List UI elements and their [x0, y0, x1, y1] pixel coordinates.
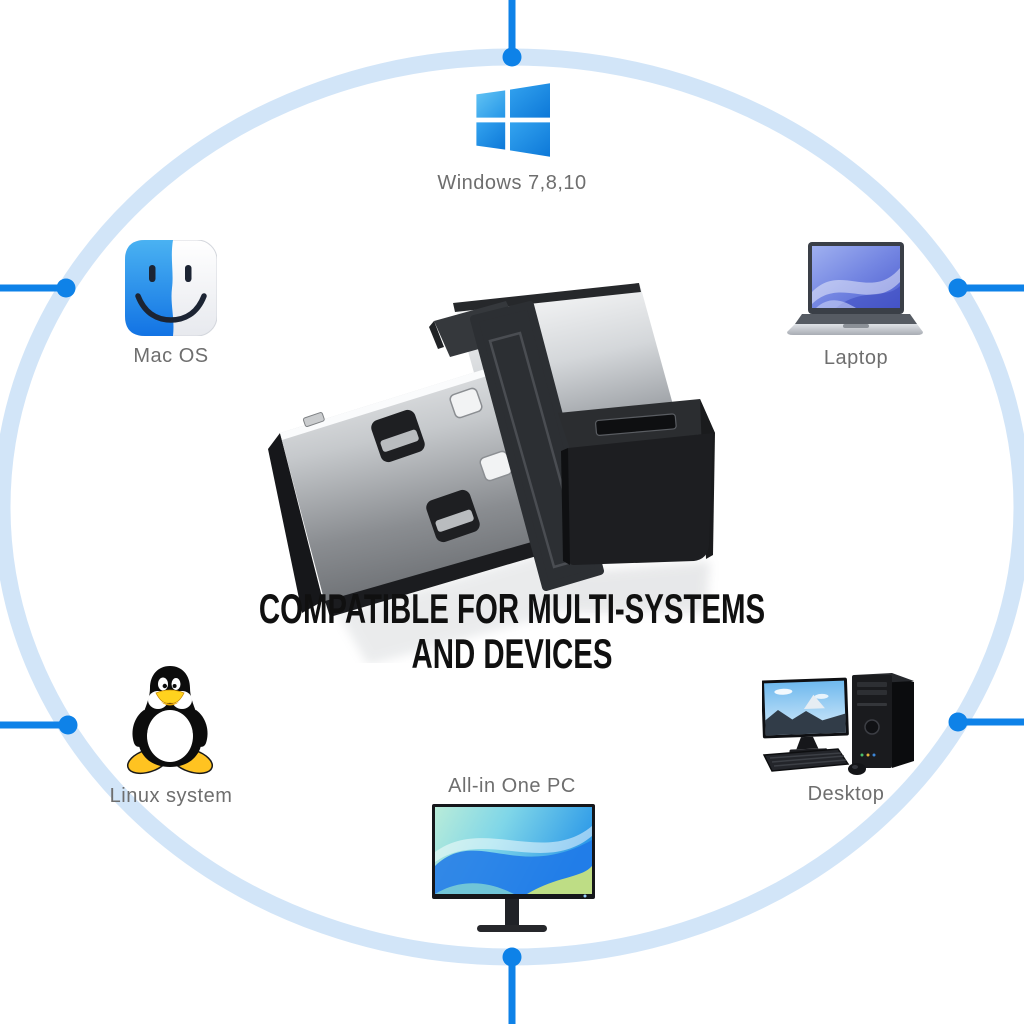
- finder-face-icon: [124, 239, 218, 341]
- tux-penguin-icon: [120, 660, 220, 783]
- monitor-icon: [432, 804, 595, 939]
- windows-logo-icon: [470, 80, 550, 165]
- usb-wireless-receiver-image: [268, 283, 732, 668]
- node-label-linux: Linux system: [109, 785, 233, 807]
- heading-line-1: COMPATIBLE FOR MULTI-SYSTEMS: [258, 585, 766, 632]
- node-label-desktop: Desktop: [807, 783, 885, 805]
- laptop-icon: [786, 242, 924, 345]
- heading-line-2: AND DEVICES: [411, 630, 613, 677]
- node-label-laptop: Laptop: [823, 347, 889, 369]
- node-label-macos: Mac OS: [133, 345, 209, 367]
- node-label-aio: All-in One PC: [448, 775, 576, 797]
- heading: COMPATIBLE FOR MULTI-SYSTEMS AND DEVICES: [0, 586, 1024, 676]
- node-label-windows: Windows 7,8,10: [437, 172, 587, 194]
- desktop-pc-icon: [761, 665, 930, 782]
- connector-dots: [56, 47, 968, 967]
